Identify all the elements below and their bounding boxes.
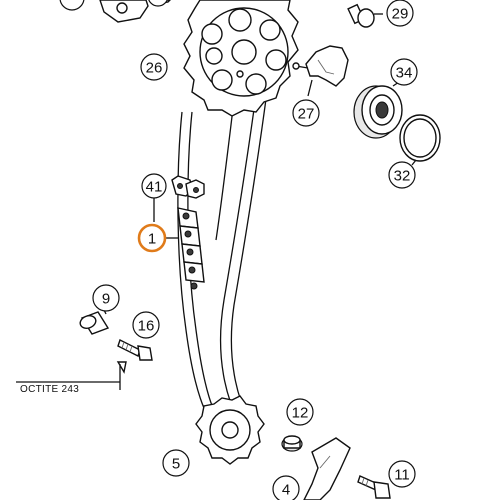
svg-text:27: 27: [298, 106, 315, 123]
front-sprocket-5: [195, 395, 265, 465]
bushing-12: [281, 435, 303, 452]
svg-text:32: 32: [394, 168, 411, 185]
rear-sprocket: [183, 0, 299, 117]
chain-segment-1: [166, 207, 205, 290]
callout-partial-top-center: [148, 0, 168, 7]
callout-26: 26: [140, 53, 168, 81]
bolt-16: [116, 339, 153, 374]
guard-plate-4: [303, 437, 351, 500]
note-text: OCTITE 243: [20, 384, 79, 395]
callout-29: 29: [386, 0, 414, 27]
callout-4: 4: [272, 475, 300, 500]
chain-guide-27: [292, 45, 349, 97]
callout-12: 12: [286, 398, 314, 426]
svg-text:26: 26: [146, 60, 163, 77]
callout-1: 1: [137, 223, 167, 253]
svg-text:12: 12: [292, 405, 309, 422]
callout-41: 41: [141, 173, 167, 199]
washer-32: [399, 114, 441, 166]
callout-5: 5: [162, 449, 190, 477]
svg-text:16: 16: [138, 318, 155, 335]
svg-text:5: 5: [172, 456, 180, 473]
bearing-34: [353, 79, 403, 139]
callout-27: 27: [292, 99, 320, 127]
callout-partial-top-left: [59, 0, 85, 11]
bolt-29: [347, 3, 383, 28]
callout-16: 16: [132, 311, 160, 339]
callout-32: 32: [388, 161, 416, 189]
threadlocker-note: OCTITE 243: [16, 364, 121, 395]
svg-text:11: 11: [394, 467, 410, 484]
master-link-41: [153, 175, 205, 222]
svg-text:34: 34: [396, 65, 413, 82]
svg-text:41: 41: [146, 179, 163, 196]
svg-text:1: 1: [148, 231, 156, 248]
sleeve-9: [79, 309, 110, 335]
callout-9: 9: [92, 284, 120, 312]
svg-text:29: 29: [392, 6, 409, 23]
svg-text:4: 4: [282, 482, 290, 499]
callout-11: 11: [388, 460, 416, 488]
bolt-11: [357, 475, 391, 499]
svg-text:9: 9: [102, 291, 110, 308]
callout-34: 34: [390, 58, 418, 86]
